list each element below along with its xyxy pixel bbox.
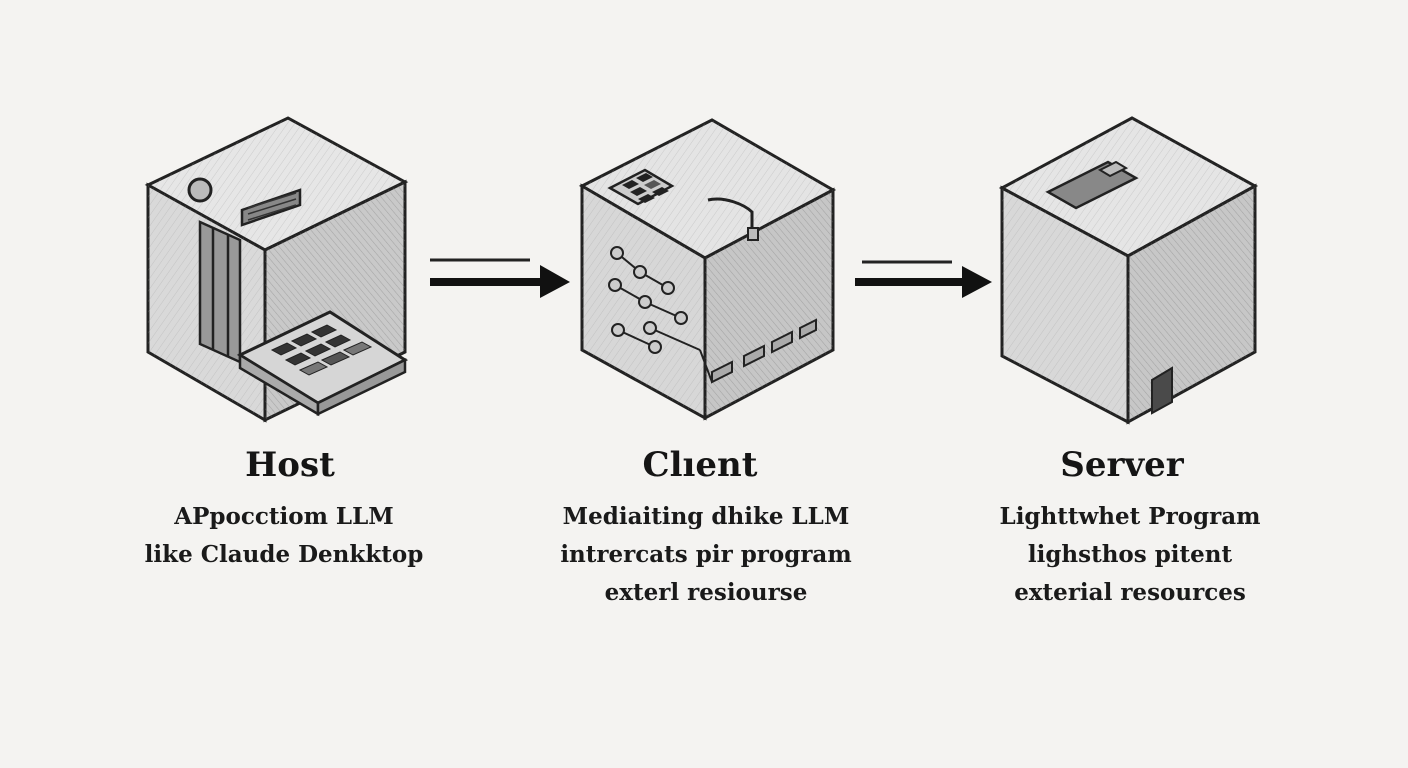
edge-arrow-host-client	[430, 258, 570, 298]
side-panel-icon	[198, 220, 242, 364]
keyboard-keys	[270, 324, 373, 376]
cable-connector-icon	[707, 197, 754, 236]
host-cube	[144, 116, 409, 423]
power-button-icon	[187, 177, 213, 203]
client-description: Mediaiting dhike LLM intrercats pir prog…	[560, 498, 851, 612]
server-description: Lighttwhet Program lighsthos pitent exte…	[1000, 498, 1261, 612]
server-description-line: exterial resources	[1014, 579, 1246, 606]
port-row-icon	[711, 318, 817, 384]
client-description-line: Mediaiting dhike LLM	[562, 503, 850, 530]
arrowhead-icon	[962, 266, 992, 298]
display-panel-icon	[1045, 160, 1139, 210]
grid-panel-icon	[607, 168, 675, 206]
server-description-line: lighsthos pitent	[1027, 541, 1233, 568]
client-title: Clıent	[642, 445, 758, 485]
host-description-line: APpocctiom LLM	[174, 503, 394, 530]
client-description-line: intrercats pir program	[560, 541, 852, 568]
circuit-icon	[608, 246, 713, 383]
host-title: Host	[245, 445, 335, 485]
client-description-line: exterl resiourse	[604, 579, 808, 606]
server-title: Server	[1060, 445, 1184, 485]
server-cube	[998, 116, 1259, 425]
door-icon	[1151, 366, 1173, 415]
edge-arrow-client-server	[855, 260, 992, 298]
host-description-line: like Claude Denkktop	[144, 541, 424, 568]
server-description-line: Lighttwhet Program	[999, 503, 1261, 530]
arrowhead-icon	[540, 265, 570, 298]
client-cube	[578, 118, 837, 421]
host-description: APpocctiom LLM like Claude Denkktop	[145, 498, 424, 574]
